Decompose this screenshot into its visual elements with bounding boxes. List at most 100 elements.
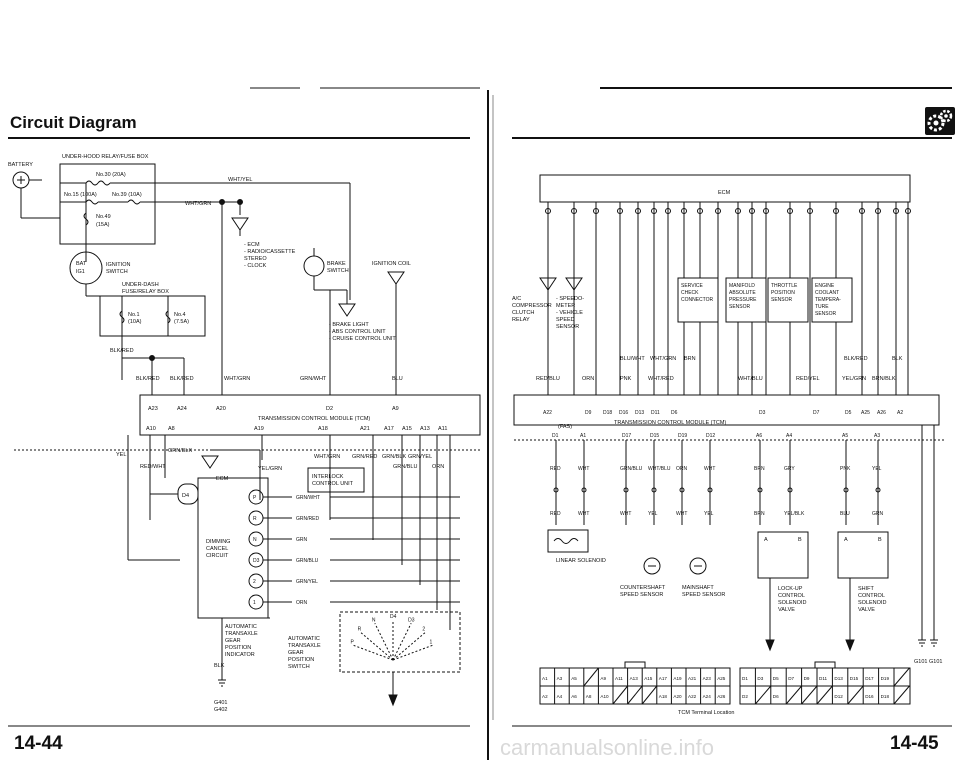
right-term2-6: A6 — [756, 433, 762, 439]
switch-letter-5: 2 — [422, 626, 425, 632]
right-wire4-5: YEL — [704, 511, 714, 517]
ab-a1: A — [764, 537, 768, 543]
atx-ind-2: GEAR — [225, 638, 241, 644]
switch-letter-3: D4 — [390, 614, 397, 620]
fuse39-label: No.39 (10A) — [112, 192, 142, 198]
sensor-box-0-line-1: CHECK — [681, 290, 699, 296]
switch-ray-5 — [392, 631, 426, 661]
wire-yel: YEL — [116, 452, 126, 458]
atx-sw-4: SWITCH — [288, 664, 310, 670]
conn-d-top-cell-2: D5 — [773, 676, 779, 681]
conn-a-bot-cell-8: A18 — [659, 694, 668, 699]
mid-wire-3: GRN/YEL — [408, 454, 432, 460]
position-letter-4: 2 — [253, 579, 256, 585]
fuse49-label: No.49 — [96, 214, 111, 220]
page-number-right: 14-45 — [890, 733, 939, 754]
right-term2-2: D17 — [622, 433, 631, 439]
right-wire4-6: BRN — [754, 511, 765, 517]
right-term-5: D11 — [651, 410, 660, 416]
conn-a-top-cell-2: A5 — [571, 676, 577, 681]
right-term2-7: A4 — [786, 433, 792, 439]
conn-a-bot-slash-6 — [627, 685, 643, 705]
conn-d-bot-slash-5 — [816, 685, 833, 705]
mid-wire-4: GRN/BLU — [393, 464, 417, 470]
right-term-6: D6 — [671, 410, 678, 416]
conn-a-top-slash-3 — [583, 667, 599, 687]
right-wire4-3: YEL — [648, 511, 658, 517]
term-a9: A9 — [392, 406, 399, 412]
ign-switch-0: IGNITION — [106, 262, 130, 268]
wire-grn-blk: GRN/BLK — [168, 448, 192, 454]
switch-letter-4: D3 — [408, 617, 415, 623]
right-wire4-7: YEL/BLK — [784, 511, 805, 517]
term-a20: A20 — [216, 406, 226, 412]
conn-d-bot-cell-0: D2 — [742, 694, 748, 699]
dimming-2: CIRCUIT — [206, 553, 229, 559]
right-wire4-0: RED — [550, 511, 561, 517]
conn-a-bot-cell-2: A6 — [571, 694, 577, 699]
wire-blk-red-3: BLK/RED — [170, 376, 194, 382]
no4-1: (7.5A) — [174, 319, 189, 325]
battery-label: BATTERY — [8, 162, 33, 168]
conn-a-top-cell-7: A15 — [644, 676, 653, 681]
position-wire-label-2: GRN — [296, 537, 308, 543]
wire-r-red-yel: RED/YEL — [796, 376, 820, 382]
position-wire-label-3: GRN/BLU — [296, 558, 319, 564]
dash-box-0: UNDER-DASH — [122, 282, 159, 288]
right-term2-4: D19 — [678, 433, 687, 439]
right-wire3-6: BRN — [754, 466, 765, 472]
ac-1: COMPRESSOR — [512, 303, 552, 309]
right-term2-3: D15 — [650, 433, 659, 439]
conn-d-top-cell-5: D11 — [819, 676, 828, 681]
mid-wire-5: ORN — [432, 464, 444, 470]
term-d2: D2 — [326, 406, 333, 412]
conn-a-bot-cell-4: A10 — [600, 694, 609, 699]
brake-list-0: - BRAKE LIGHT — [329, 322, 369, 328]
term-a17: A17 — [384, 426, 394, 432]
fuse30-label: No.30 (20A) — [96, 172, 126, 178]
wire-blu: BLU — [392, 376, 403, 382]
sensor-box-2-line-2: SENSOR — [771, 297, 793, 303]
sensor-box-1-line-1: ABSOLUTE — [729, 290, 756, 296]
brake-switch-0: BRAKE — [327, 261, 346, 267]
sensor-box-1-line-3: SENSOR — [729, 304, 751, 310]
gear-logo-icon — [925, 107, 955, 135]
right-term-11: A26 — [877, 410, 886, 416]
tcm-label-left: TRANSMISSION CONTROL MODULE (TCM) — [258, 416, 370, 422]
speedo-1: METER — [556, 303, 575, 309]
sensor-box-3 — [811, 277, 853, 323]
dimming-0: DIMMING — [206, 539, 230, 545]
ecm-label-left: ECM — [216, 476, 229, 482]
atx-sw-0: AUTOMATIC — [288, 636, 320, 642]
shift-3: VALVE — [858, 607, 875, 613]
wire-yel-grn: YEL/GRN — [258, 466, 282, 472]
conn-d-bot-cell-2: D6 — [773, 694, 779, 699]
atx-sw-1: TRANSAXLE — [288, 643, 321, 649]
ab-b2: B — [878, 537, 882, 543]
switch-ray-4 — [392, 623, 412, 661]
position-letter-0: P — [253, 495, 257, 501]
wire-r-red-blu: RED/BLU — [536, 376, 560, 382]
sensor-box-2-line-1: POSITION — [771, 290, 795, 296]
right-wire3-3: WHT/BLU — [648, 466, 671, 472]
wire-r-brn-blk: BRN/BLK — [872, 376, 896, 382]
lockup-3: VALVE — [778, 607, 795, 613]
sensor-box-0 — [677, 277, 719, 323]
wire-r-wht-blu: WHT/BLU — [738, 376, 763, 382]
right-term-8: D7 — [813, 410, 820, 416]
dash-box-1: FUSE/RELAY BOX — [122, 289, 169, 295]
conn-d-bot-slash-7 — [847, 685, 864, 705]
right-wire4-1: WHT — [578, 511, 589, 517]
right-wire3-0: RED — [550, 466, 561, 472]
ecm-label-right: ECM — [718, 190, 731, 196]
speedo-4: SENSOR — [556, 324, 579, 330]
right-wire3-8: PNK — [840, 466, 851, 472]
shift-2: SOLENOID — [858, 600, 886, 606]
conn-a-top-cell-1: A3 — [557, 676, 563, 681]
mid-wire-0: WHT/GRN — [314, 454, 340, 460]
sensor-box-3-line-3: TURE — [815, 304, 829, 310]
right-wire4-9: GRN — [872, 511, 884, 517]
tcm-terminal-location: TCM Terminal Location — [678, 710, 734, 716]
position-circle-4 — [248, 573, 264, 589]
right-wire3-7: GRY — [784, 466, 795, 472]
